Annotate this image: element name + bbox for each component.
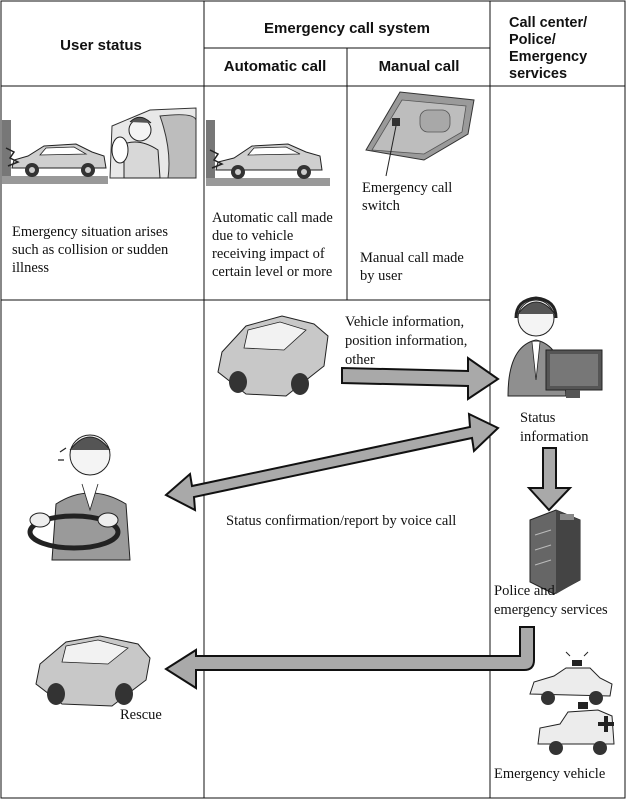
header-automatic-call: Automatic call <box>224 58 327 75</box>
building-icon <box>529 509 581 595</box>
header-emergency-call-system: Emergency call system <box>264 20 430 37</box>
voice-call-label: Status confirmation/report by voice call <box>226 513 456 529</box>
car-crash-small-icon <box>206 120 330 186</box>
vehicle-info-line: position information, <box>345 333 467 349</box>
user-status-text-line: such as collision or sudden <box>12 242 169 258</box>
header-call-center-line: Police/ <box>509 32 556 48</box>
header-call-center: Call center/ Police/ Emergency services <box>509 15 587 82</box>
emergency-switch-icon <box>365 91 475 177</box>
user-status-text-line: illness <box>12 260 49 276</box>
rescue-car-icon <box>35 635 151 707</box>
automatic-call-text-line: certain level or more <box>212 264 332 280</box>
police-label-line: emergency services <box>494 602 608 618</box>
manual-call-text-line: by user <box>360 268 402 284</box>
arrow-status-to-police <box>526 447 573 512</box>
status-info-line: information <box>520 429 589 445</box>
arrow-vehicle-to-center <box>341 356 500 401</box>
driver-airbag-icon <box>109 107 197 179</box>
user-status-text-line: Emergency situation arises <box>12 224 168 240</box>
vehicle-info-line: Vehicle information, <box>345 314 464 330</box>
police-label-line: Police and <box>494 583 556 599</box>
vehicle-info-line: other <box>345 352 375 368</box>
arrow-voice-call-bidirectional <box>164 412 500 512</box>
car-crash-icon <box>2 120 108 184</box>
automatic-call-text-line: receiving impact of <box>212 246 325 262</box>
header-call-center-line: Emergency <box>509 49 587 65</box>
header-call-center-line: services <box>509 66 567 82</box>
emergency-vehicle-label: Emergency vehicle <box>494 766 605 782</box>
header-call-center-line: Call center/ <box>509 15 587 31</box>
arrow-police-to-rescue <box>164 626 535 690</box>
switch-label-line: switch <box>362 198 401 214</box>
operator-headset-icon <box>507 296 603 398</box>
automatic-call-text-line: Automatic call made <box>212 210 333 226</box>
header-manual-call: Manual call <box>379 58 460 75</box>
manual-call-text-line: Manual call made <box>360 250 464 266</box>
distressed-driver-icon <box>27 434 131 561</box>
car-icon <box>217 315 329 397</box>
automatic-call-text-line: due to vehicle <box>212 228 293 244</box>
status-info-line: Status <box>520 410 556 426</box>
header-user-status: User status <box>60 37 142 54</box>
rescue-label: Rescue <box>120 707 162 723</box>
police-car-icon <box>529 651 613 705</box>
switch-label-line: Emergency call <box>362 180 452 196</box>
ambulance-icon <box>537 702 615 755</box>
